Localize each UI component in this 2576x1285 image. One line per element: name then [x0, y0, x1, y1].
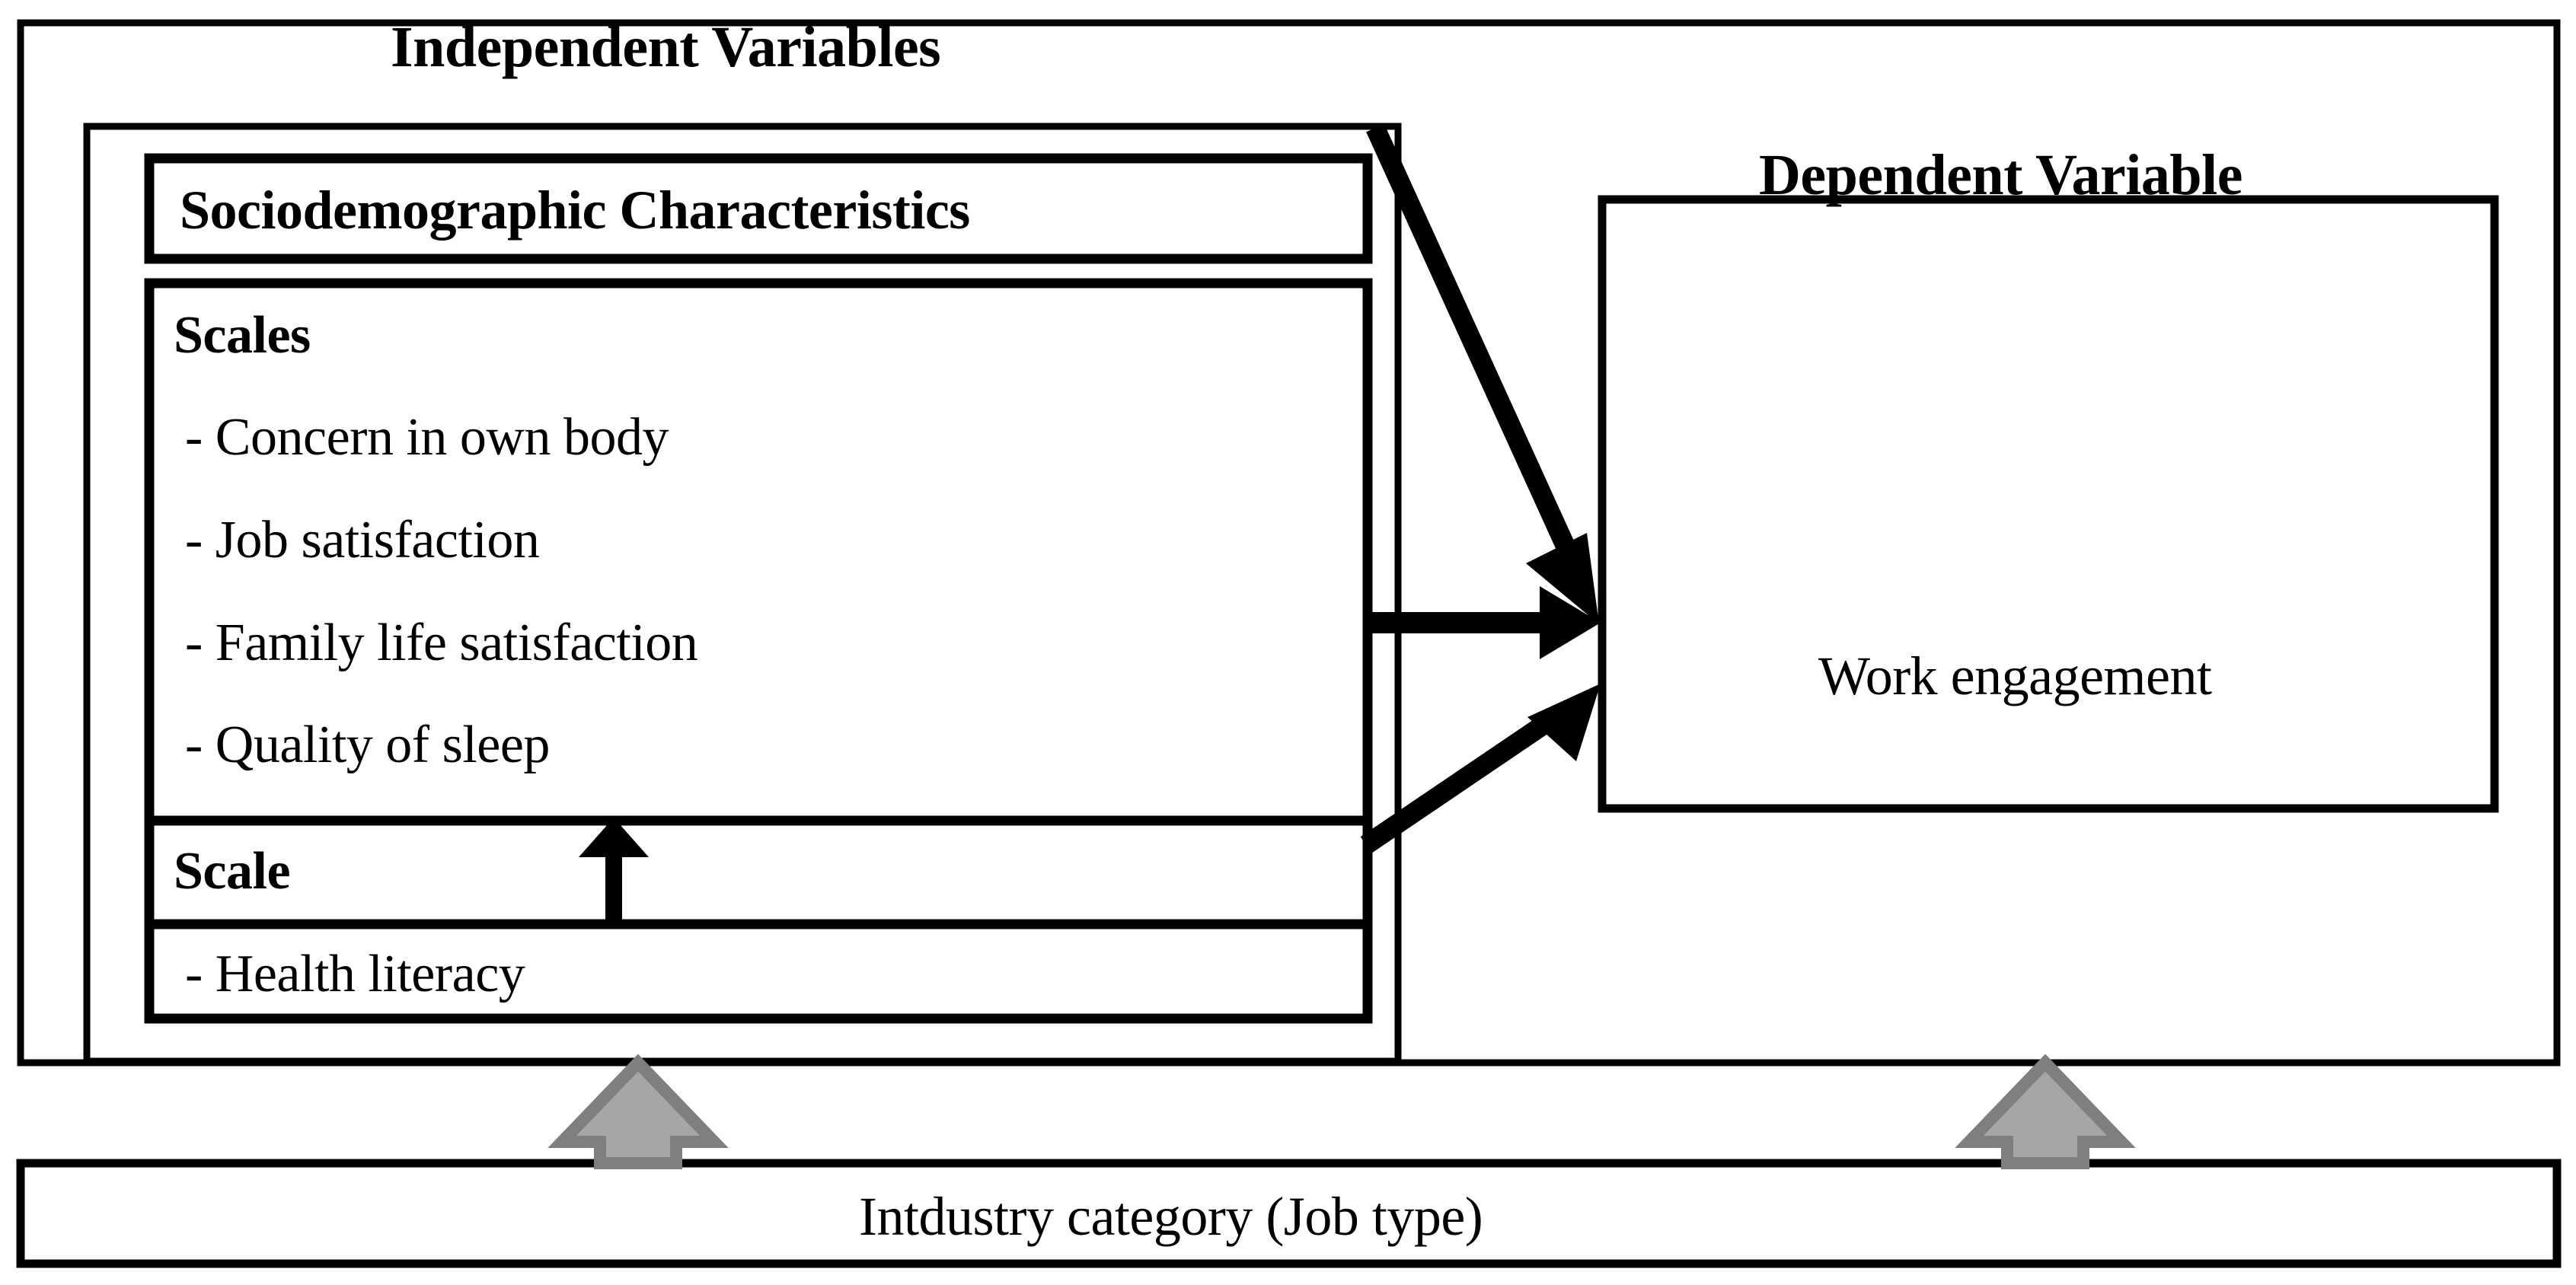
- arrow-scales-to-work-engagement: [1363, 586, 1601, 659]
- block-arrow-industry-to-independent: [547, 1054, 729, 1169]
- sociodemographic-label: Sociodemographic Characteristics: [180, 180, 970, 241]
- scale-heading: Scale: [174, 842, 291, 901]
- scales-outer-box: [144, 278, 1373, 1024]
- industry-category-label: Intdustry category (Job type): [859, 1186, 1483, 1247]
- sociodemographic-box: [144, 153, 1373, 264]
- independent-variables-container: [83, 123, 1402, 1065]
- dependent-variable-title: Dependent Variable: [1759, 143, 2242, 207]
- scales-item-job-satisfaction: - Job satisfaction: [185, 511, 540, 569]
- independent-variables-title: Independent Variables: [391, 15, 941, 79]
- scales-item-concern-in-own-body: - Concern in own body: [185, 408, 669, 467]
- arrow-health-literacy-to-work-engagement: [1360, 684, 1601, 853]
- scales-item-quality-of-sleep: - Quality of sleep: [185, 716, 550, 774]
- arrow-health-literacy-to-scales: [579, 818, 649, 927]
- work-engagement-label: Work engagement: [1818, 646, 2212, 706]
- industry-category-bar: [16, 1159, 2562, 1268]
- scales-heading: Scales: [174, 306, 311, 365]
- scales-item-family-life-satisfaction: - Family life satisfaction: [185, 614, 698, 672]
- arrow-sociodemographic-to-work-engagement: [1366, 123, 1599, 624]
- block-arrow-industry-to-dependent: [1955, 1054, 2136, 1169]
- work-engagement-box: [1598, 195, 2499, 813]
- scale-item-health-literacy: - Health literacy: [185, 945, 525, 1003]
